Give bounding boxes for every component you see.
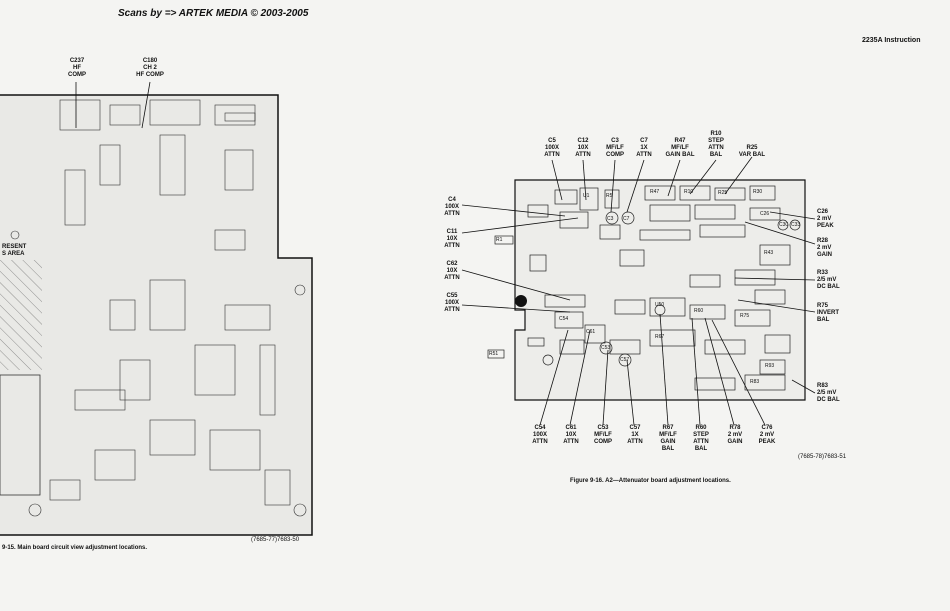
part-label: C57: [620, 357, 630, 363]
label-c180: C180 CH 2 HF COMP: [136, 58, 164, 78]
part-label: C53: [601, 345, 611, 351]
label-c53: C53 MF/LF COMP: [594, 425, 612, 445]
part-label: U1: [583, 193, 590, 199]
part-label: C61: [586, 329, 596, 335]
main-board-components: [10, 99, 307, 517]
part-label: C26: [760, 211, 770, 217]
scan-credit: Scans by => ARTEK MEDIA © 2003-2005: [118, 8, 309, 19]
label-c54: C54 100X ATTN: [532, 425, 548, 445]
label-c55: C55 100X ATTN: [444, 293, 460, 313]
attenuator-ref-code: (7685-78)7683-51: [798, 454, 847, 460]
label-c12: C12 10X ATTN: [575, 138, 591, 158]
label-r47: R47 MF/LF GAIN BAL: [665, 138, 695, 158]
label-r60: R60 STEP ATTN BAL: [693, 425, 709, 452]
label-c57: C57 1X ATTN: [627, 425, 643, 445]
part-label: R67: [655, 334, 665, 340]
part-label: R51: [489, 351, 499, 357]
manual-title: 2235A Instruction: [862, 37, 921, 44]
part-label: R25: [718, 190, 728, 196]
label-c5: C5 100X ATTN: [544, 138, 560, 158]
label-r67: R67 MF/LF GAIN BAL: [659, 425, 677, 452]
part-label: R30: [753, 189, 763, 195]
label-c4: C4 100X ATTN: [444, 197, 460, 217]
attenuator-leaders: [461, 156, 816, 426]
part-label: R10: [684, 189, 694, 195]
part-label: R43: [764, 250, 774, 256]
label-r83: R83 2/5 mV DC BAL: [817, 383, 840, 403]
part-label: C3: [607, 216, 614, 222]
attenuator-board-outline: [514, 179, 806, 401]
label-c76: C76 2 mV PEAK: [758, 425, 776, 445]
part-label: R83: [750, 379, 760, 385]
attenuator-caption: Figure 9-16. A2—Attenuator board adjustm…: [570, 478, 731, 484]
edge-text-1: RESENT: [2, 244, 27, 250]
label-c237: C237 HF COMP: [68, 58, 86, 78]
edge-text-2: S AREA: [2, 251, 25, 257]
part-label: R1: [496, 237, 503, 243]
part-label: C33: [791, 222, 801, 228]
part-label: R93: [765, 363, 775, 369]
main-board-leaders: [75, 81, 151, 129]
main-board-caption: 9-15. Main board circuit view adjustment…: [2, 545, 148, 551]
main-board-outline: [0, 94, 313, 536]
attenuator-board-components: [487, 185, 801, 391]
label-c11: C11 10X ATTN: [444, 229, 460, 249]
label-r78: R78 2 mV GAIN: [727, 425, 743, 445]
label-c26: C26 2 mV PEAK: [817, 209, 834, 229]
part-label: C30: [779, 222, 789, 228]
part-label: R60: [694, 308, 704, 314]
label-c7: C7 1X ATTN: [636, 138, 652, 158]
part-label: C54: [559, 316, 569, 322]
part-label: U50: [655, 302, 665, 308]
label-c62: C62 10X ATTN: [444, 261, 460, 281]
part-label: R47: [650, 189, 660, 195]
main-board-ref-code: (7685-77)7683-50: [251, 537, 300, 543]
part-label: R5: [606, 193, 613, 199]
label-r33: R33 2/5 mV DC BAL: [817, 270, 840, 290]
label-r25: R25 VAR BAL: [738, 145, 766, 158]
label-r28: R28 2 mV GAIN: [817, 238, 832, 258]
label-r75: R75 INVERT BAL: [817, 303, 840, 323]
part-label: C7: [623, 216, 630, 222]
label-c3: C3 MF/LF COMP: [606, 138, 624, 158]
label-c61: C61 10X ATTN: [563, 425, 579, 445]
part-label: R75: [740, 313, 750, 319]
label-r10: R10 STEP ATTN BAL: [708, 131, 724, 158]
